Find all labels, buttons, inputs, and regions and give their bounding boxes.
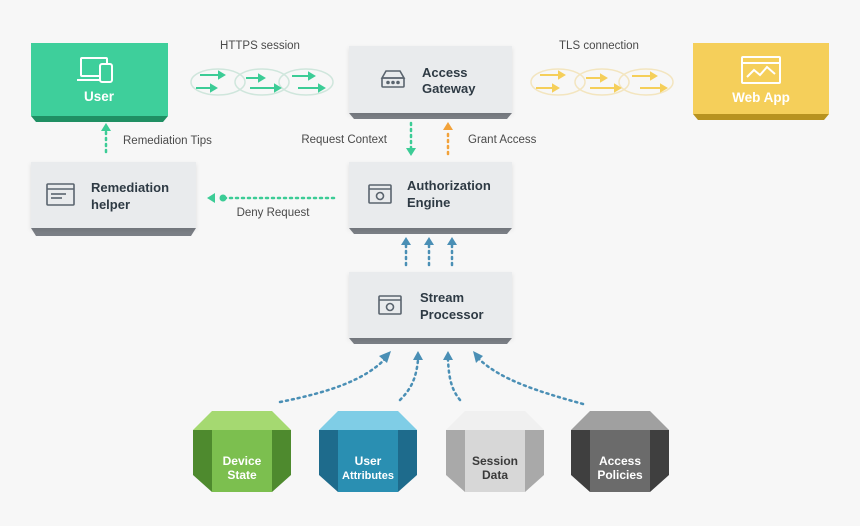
- authz-label-2: Engine: [407, 195, 450, 210]
- arrow-left-icon: [207, 193, 215, 203]
- settings-window-icon: [368, 184, 392, 204]
- access-policies-label-2: Policies: [597, 468, 643, 482]
- sources-to-stream-links: [278, 356, 585, 406]
- stream-processor-node: Stream Processor: [349, 272, 512, 344]
- deny-request-link: Deny Request: [207, 193, 336, 219]
- remediation-helper-node: Remediation helper: [31, 162, 196, 236]
- device-state-label-1: Device: [223, 454, 262, 468]
- authorization-engine-node: Authorization Engine: [349, 162, 512, 234]
- remediation-label-2: helper: [91, 197, 130, 212]
- request-context-link: Request Context: [301, 121, 416, 156]
- access-policies-label-1: Access: [599, 454, 641, 468]
- remediation-tips-link: Remediation Tips: [101, 123, 212, 154]
- webapp-label: Web App: [732, 90, 790, 105]
- tls-connection-link: TLS connection: [530, 40, 674, 96]
- arrow-up-icon: [443, 122, 453, 130]
- https-session-link: HTTPS session: [190, 40, 334, 96]
- devices-icon: [77, 57, 113, 83]
- gateway-icon: [380, 70, 406, 88]
- user-attributes-label-2: Attributes: [342, 470, 394, 482]
- window-text-icon: [46, 183, 75, 206]
- stream-to-authz-links: [401, 237, 457, 267]
- data-source-device-state: Device State: [193, 411, 291, 492]
- user-attributes-label-1: User: [355, 454, 382, 468]
- https-session-label: HTTPS session: [220, 40, 300, 52]
- grant-access-label: Grant Access: [468, 134, 537, 146]
- sources-arrowheads: [379, 351, 483, 363]
- authz-label-1: Authorization: [407, 178, 491, 193]
- access-gateway-node: Access Gateway: [349, 46, 512, 119]
- deny-request-label: Deny Request: [237, 207, 311, 219]
- stream-label-1: Stream: [420, 290, 464, 305]
- data-source-user-attributes: User Attributes: [319, 411, 417, 492]
- tls-arrows: [536, 70, 668, 93]
- https-arrows: [196, 70, 326, 93]
- remediation-tips-label: Remediation Tips: [123, 135, 212, 147]
- tls-connection-label: TLS connection: [559, 40, 639, 52]
- gateway-label-2: Gateway: [422, 81, 476, 96]
- grant-access-link: Grant Access: [443, 122, 537, 156]
- webapp-node: Web App: [693, 43, 829, 120]
- session-data-label-1: Session: [472, 454, 518, 468]
- remediation-label-1: Remediation: [91, 180, 169, 195]
- arrow-down-icon: [406, 148, 416, 156]
- arrow-up-icon: [101, 123, 111, 131]
- request-context-label: Request Context: [301, 134, 387, 146]
- data-source-access-policies: Access Policies: [571, 411, 669, 492]
- gateway-label-1: Access: [422, 65, 468, 80]
- device-state-label-2: State: [227, 468, 257, 482]
- browser-chart-icon: [741, 56, 781, 84]
- user-node: User: [31, 43, 168, 122]
- user-label: User: [84, 89, 115, 104]
- data-source-session-data: Session Data: [446, 411, 544, 492]
- stream-label-2: Processor: [420, 307, 484, 322]
- settings-window-icon: [378, 295, 402, 315]
- session-data-label-2: Data: [482, 468, 508, 482]
